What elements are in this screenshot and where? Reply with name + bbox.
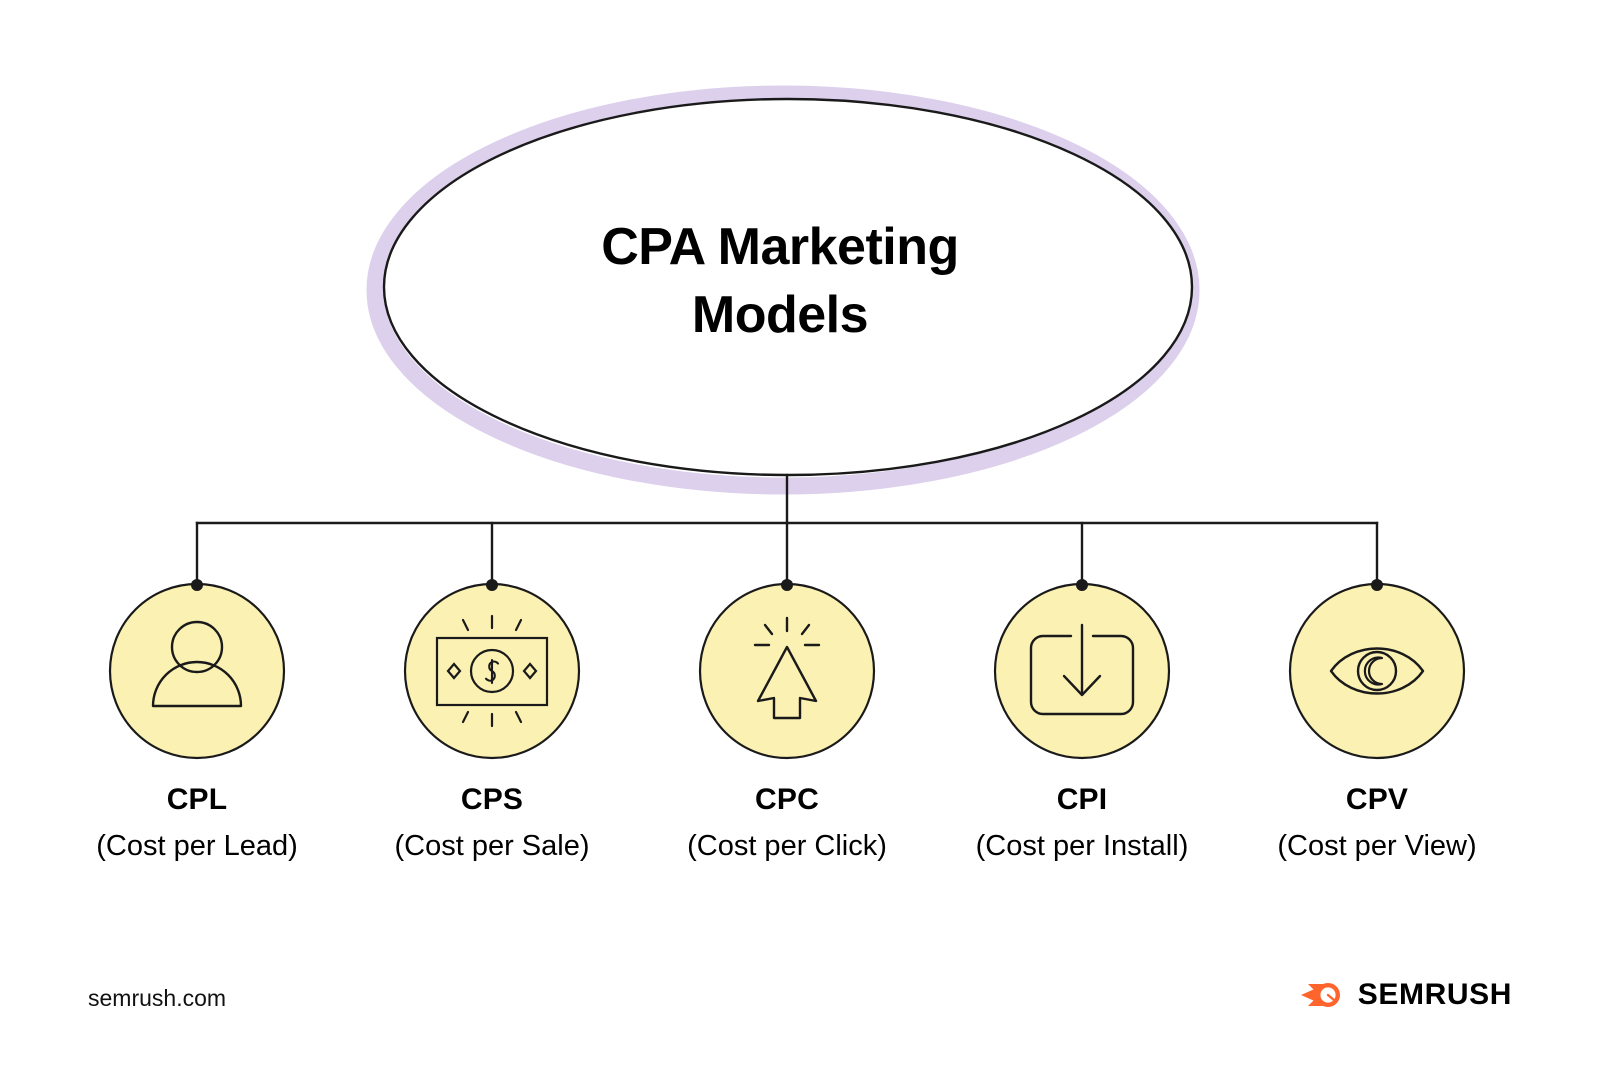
semrush-logo: SEMRUSH bbox=[1299, 978, 1512, 1012]
source-url: semrush.com bbox=[88, 985, 227, 1011]
leaf-desc-cpc: (Cost per Click) bbox=[687, 830, 887, 862]
cursor-click-icon bbox=[753, 616, 821, 720]
leaf-code-cpc: CPC bbox=[755, 783, 819, 816]
download-box-icon bbox=[1029, 623, 1135, 716]
connector-dot-cpl bbox=[191, 579, 203, 591]
leaf-desc-cpi: (Cost per Install) bbox=[975, 830, 1189, 862]
leaf-code-cps: CPS bbox=[460, 783, 524, 816]
leaf-circles bbox=[108, 582, 1466, 760]
leaf-desc-cpl: (Cost per Lead) bbox=[96, 830, 298, 862]
leaf-code-cpl: CPL bbox=[166, 783, 228, 816]
person-icon bbox=[151, 620, 243, 708]
leaf-desc-cpv: (Cost per View) bbox=[1277, 830, 1477, 862]
connector-dot-cps bbox=[486, 579, 498, 591]
leaf-circle-cpc[interactable] bbox=[698, 582, 876, 760]
connector-dot-cpv bbox=[1371, 579, 1383, 591]
semrush-wordmark: SEMRUSH bbox=[1357, 978, 1512, 1011]
leaf-label-cpl: CPL (Cost per Lead) bbox=[47, 782, 347, 866]
leaf-code-cpv: CPV bbox=[1345, 783, 1409, 816]
root-node-ellipse bbox=[366, 85, 1200, 495]
connector-lines bbox=[195, 473, 1379, 586]
leaf-label-cpv: CPV (Cost per View) bbox=[1227, 782, 1527, 866]
connector-dot-cpc bbox=[781, 579, 793, 591]
leaf-label-cpc: CPC (Cost per Click) bbox=[637, 782, 937, 866]
leaf-label-cps: CPS (Cost per Sale) bbox=[342, 782, 642, 866]
connector-dot-cpi bbox=[1076, 579, 1088, 591]
connector-dots bbox=[191, 579, 1383, 591]
banknote-icon bbox=[435, 614, 549, 728]
eye-icon bbox=[1329, 647, 1425, 695]
leaf-desc-cps: (Cost per Sale) bbox=[394, 830, 590, 862]
root-node-title: CPA Marketing Models bbox=[601, 218, 959, 344]
leaf-circle-cpv[interactable] bbox=[1288, 582, 1466, 760]
semrush-comet-icon bbox=[1300, 983, 1340, 1007]
leaf-code-cpi: CPI bbox=[1056, 783, 1108, 816]
leaf-label-cpi: CPI (Cost per Install) bbox=[932, 782, 1232, 866]
